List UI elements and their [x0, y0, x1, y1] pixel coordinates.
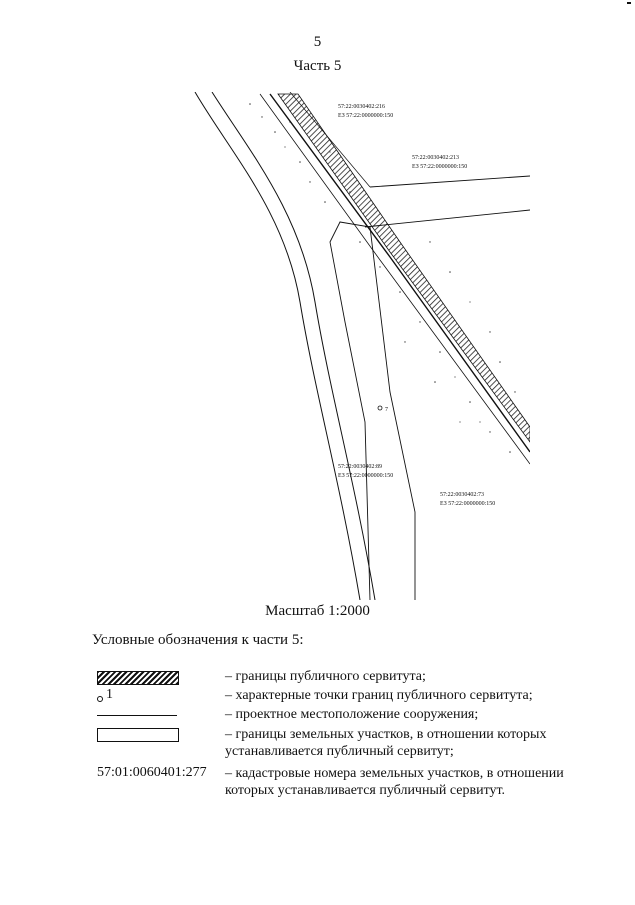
legend-item-text: – границы публичного сервитута; [225, 669, 426, 684]
cadastral-label-89: 57:22:0030402:89 ЕЗ 57:22:0000000:150 [338, 464, 393, 479]
corner-mark [627, 2, 631, 4]
cadastral-map: 7 57:22:0030402:216 ЕЗ 57:22:0000000:150… [194, 92, 530, 600]
svg-text:ЕЗ 57:22:0000000:150: ЕЗ 57:22:0000000:150 [338, 113, 393, 119]
river-bank-left [194, 92, 361, 600]
legend-item-text: – характерные точки границ публичного се… [225, 688, 533, 703]
svg-text:ЕЗ 57:22:0000000:150: ЕЗ 57:22:0000000:150 [412, 164, 467, 170]
pipeline-line-2 [259, 93, 530, 465]
box-icon [97, 726, 217, 744]
page-number: 5 [313, 34, 322, 50]
hatched-box-icon [97, 668, 217, 686]
svg-text:57:22:0030402:216: 57:22:0030402:216 [338, 104, 385, 110]
cadastral-label-213: 57:22:0030402:213 ЕЗ 57:22:0000000:150 [412, 155, 467, 170]
cadastral-label-216: 57:22:0030402:216 ЕЗ 57:22:0000000:150 [338, 104, 393, 119]
characteristic-point [377, 405, 383, 411]
svg-text:ЕЗ 57:22:0000000:150: ЕЗ 57:22:0000000:150 [338, 473, 393, 479]
easement-strip [277, 93, 530, 443]
pipeline-line [269, 93, 530, 453]
river-bank-right [211, 92, 376, 600]
point-number-label: 7 [385, 407, 388, 413]
line-icon [97, 706, 217, 724]
parcel-boundary-213-bottom [364, 209, 530, 228]
parcel-boundary-216 [289, 92, 371, 188]
map-scale: Масштаб 1:2000 [265, 603, 370, 619]
parcel-boundary-213-top [369, 175, 530, 188]
legend-item-text: – границы земельных участков, в отношени… [225, 727, 547, 759]
point-sample-number: 1 [106, 687, 113, 702]
legend-item-text: – кадастровые номера земельных участков,… [225, 766, 564, 798]
svg-text:57:22:0030402:73: 57:22:0030402:73 [440, 492, 484, 498]
svg-text:57:22:0030402:213: 57:22:0030402:213 [412, 155, 459, 161]
legend-item-text: – проектное местоположение сооружения; [225, 707, 479, 722]
svg-text:ЕЗ 57:22:0000000:150: ЕЗ 57:22:0000000:150 [440, 501, 495, 507]
parcel-boundary-89 [329, 221, 416, 600]
speckle-area [249, 103, 516, 453]
part-title: Часть 5 [293, 58, 342, 74]
legend-title: Условные обозначения к части 5: [92, 632, 304, 648]
cadastral-label-73: 57:22:0030402:73 ЕЗ 57:22:0000000:150 [440, 492, 495, 507]
cadastral-number-sample: 57:01:0060401:277 [97, 765, 207, 780]
point-icon: 1 [97, 687, 217, 705]
svg-text:57:22:0030402:89: 57:22:0030402:89 [338, 464, 382, 470]
